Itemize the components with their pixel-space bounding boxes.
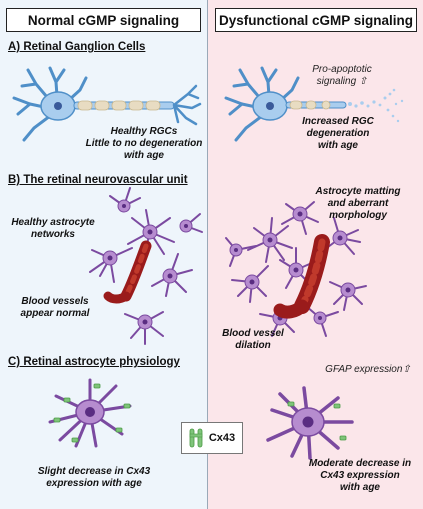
header-normal: Normal cGMP signaling	[6, 8, 201, 32]
note-gfap: GFAP expression⇧	[325, 364, 411, 375]
section-a-title: A) Retinal Ganglion Cells	[8, 41, 146, 53]
degenerating-rgc-illustration	[224, 66, 404, 142]
astrocyte-normal-cx43	[48, 378, 132, 448]
cx43-legend: Cx43	[181, 422, 243, 454]
astrocyte-dysfunctional-cx43	[266, 386, 354, 460]
section-c-title: C) Retinal astrocyte physiology	[8, 356, 180, 368]
section-b-title: B) The retinal neurovascular unit	[8, 174, 188, 186]
healthy-rgc-illustration	[12, 66, 202, 142]
normal-blood-vessel	[103, 240, 152, 304]
header-dysfunctional: Dysfunctional cGMP signaling	[215, 8, 417, 32]
cx43-icon	[189, 428, 203, 448]
healthy-astrocyte-network	[89, 187, 203, 345]
dilated-blood-vessel	[273, 234, 330, 319]
cx43-legend-label: Cx43	[208, 432, 236, 444]
